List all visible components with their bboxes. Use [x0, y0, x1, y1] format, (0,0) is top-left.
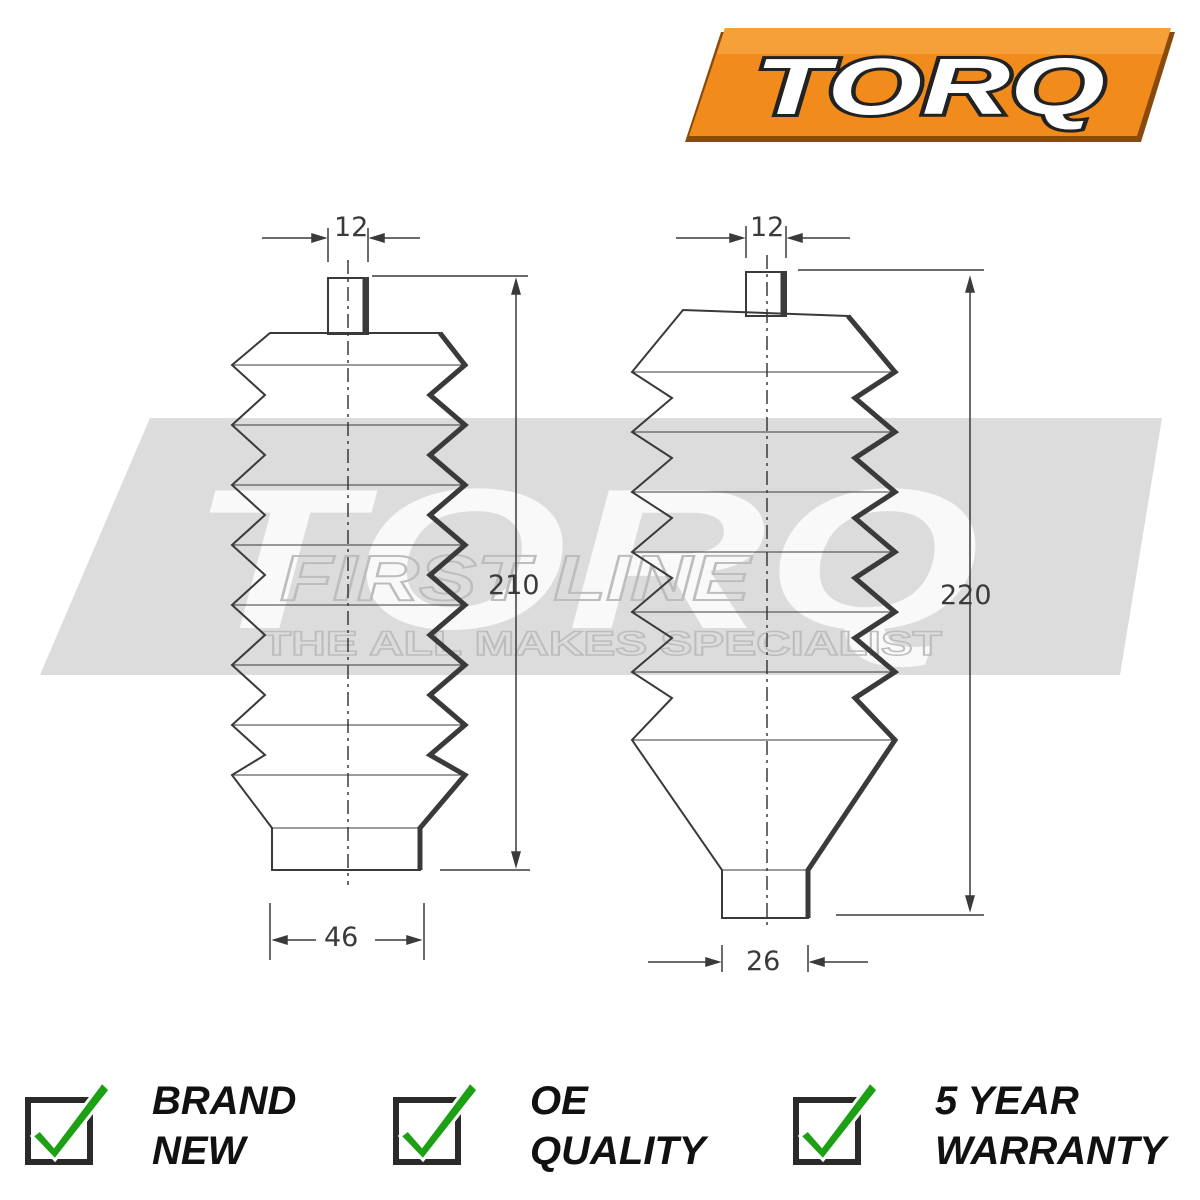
right-bottom-width-dimension [648, 945, 868, 972]
badge-oe-quality: OE QUALITY [390, 1070, 750, 1180]
left-height-label: 210 [488, 570, 540, 601]
left-bottom-width-label: 46 [324, 922, 358, 953]
watermark-tagline: THE ALL MAKES SPECIALIST [262, 625, 942, 663]
left-height-dimension [372, 275, 530, 871]
right-height-dimension [798, 269, 984, 916]
badge-line2: NEW [152, 1129, 246, 1173]
checkmark-icon [793, 1079, 880, 1165]
right-top-width-label: 12 [750, 212, 784, 243]
left-top-width-label: 12 [334, 212, 368, 243]
checkmark-icon [25, 1079, 112, 1165]
badge-line1: OE [530, 1079, 588, 1123]
left-bottom-width-dimension [269, 903, 425, 960]
left-boot-outline [230, 260, 469, 885]
badge-5-year-warranty: 5 YEAR WARRANTY [790, 1070, 1190, 1180]
right-height-label: 220 [940, 580, 992, 611]
badge-line1: 5 YEAR [935, 1079, 1079, 1123]
left-top-width-dimension [262, 228, 420, 262]
torq-logo: TORQ [685, 28, 1175, 142]
badge-line2: QUALITY [530, 1129, 706, 1173]
right-top-width-dimension [676, 226, 850, 258]
logo-text: TORQ [755, 42, 1105, 131]
badge-brand-new: BRAND NEW [22, 1070, 352, 1180]
right-boot-outline [630, 255, 900, 930]
right-bottom-width-label: 26 [746, 946, 780, 977]
badge-line1: BRAND [152, 1079, 297, 1123]
badge-line2: WARRANTY [935, 1129, 1167, 1173]
checkmark-icon [393, 1079, 480, 1165]
